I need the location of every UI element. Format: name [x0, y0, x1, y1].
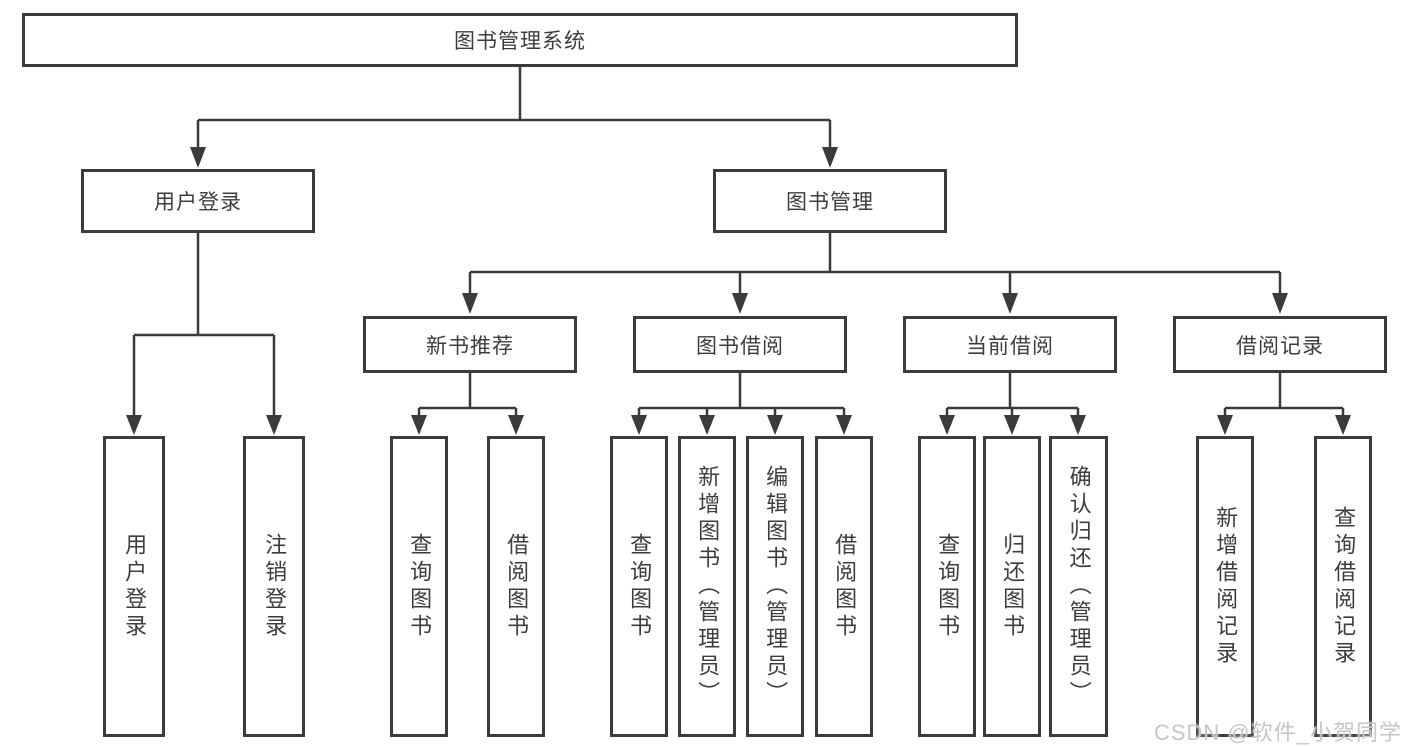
- node-book-borrow: 图书借阅: [633, 316, 847, 373]
- node-label: 借阅图书: [504, 532, 530, 641]
- leaf-nbr-borrow-books: 借阅图书: [487, 436, 545, 737]
- node-label: 用户登录: [154, 191, 242, 214]
- node-label: 查询图书: [407, 532, 433, 641]
- node-label: 当前借阅: [966, 334, 1054, 358]
- node-label: 图书管理: [786, 191, 874, 214]
- node-label: 确认归还（管理员）: [1066, 465, 1092, 708]
- node-root: 图书管理系统: [22, 13, 1018, 67]
- node-new-book-rec: 新书推荐: [363, 316, 577, 373]
- leaf-logout: 注销登录: [243, 436, 305, 737]
- connector-current-borrow-children: [939, 373, 1086, 435]
- node-user-login: 用户登录: [81, 169, 315, 233]
- node-book-mgmt: 图书管理: [713, 169, 947, 233]
- node-label: 查询图书: [935, 532, 961, 641]
- connector-new-book-rec-children: [411, 373, 524, 435]
- leaf-user-login: 用户登录: [103, 436, 165, 737]
- leaf-bb-add-books-admin: 新增图书（管理员）: [678, 436, 736, 737]
- node-label: 用户登录: [122, 532, 148, 641]
- leaf-cb-confirm-return-admin: 确认归还（管理员）: [1049, 436, 1108, 737]
- csdn-watermark: CSDN @软件_小贺同学: [1153, 720, 1402, 745]
- node-label: 新增图书（管理员）: [695, 465, 721, 708]
- node-label: 编辑图书（管理员）: [763, 465, 789, 708]
- connector-book-mgmt-children: [462, 233, 1288, 314]
- leaf-bb-query-books: 查询图书: [610, 436, 668, 737]
- leaf-cb-return-books: 归还图书: [983, 436, 1041, 737]
- node-label: 注销登录: [262, 532, 288, 641]
- leaf-bb-borrow-books: 借阅图书: [815, 436, 873, 737]
- node-label: 查询图书: [627, 532, 653, 641]
- node-borrow-records: 借阅记录: [1173, 316, 1387, 373]
- connector-book-borrow-children: [631, 373, 852, 435]
- node-label: 查询借阅记录: [1331, 505, 1357, 668]
- leaf-br-add-record: 新增借阅记录: [1196, 436, 1254, 737]
- connector-borrow-records-children: [1217, 373, 1351, 435]
- node-label: 新增借阅记录: [1213, 505, 1239, 668]
- connector-root-to-level2: [190, 67, 838, 168]
- leaf-cb-query-books: 查询图书: [918, 436, 976, 737]
- node-label: 借阅记录: [1236, 334, 1324, 358]
- node-label: 图书借阅: [696, 334, 784, 358]
- node-label: 图书管理系统: [454, 30, 586, 53]
- connector-user-login-children: [126, 233, 282, 435]
- leaf-bb-edit-books-admin: 编辑图书（管理员）: [746, 436, 804, 737]
- node-label: 新书推荐: [426, 334, 514, 358]
- leaf-br-query-record: 查询借阅记录: [1314, 436, 1372, 737]
- node-label: 归还图书: [1000, 532, 1026, 641]
- leaf-nbr-query-books: 查询图书: [390, 436, 448, 737]
- node-current-borrow: 当前借阅: [903, 316, 1117, 373]
- node-label: 借阅图书: [832, 532, 858, 641]
